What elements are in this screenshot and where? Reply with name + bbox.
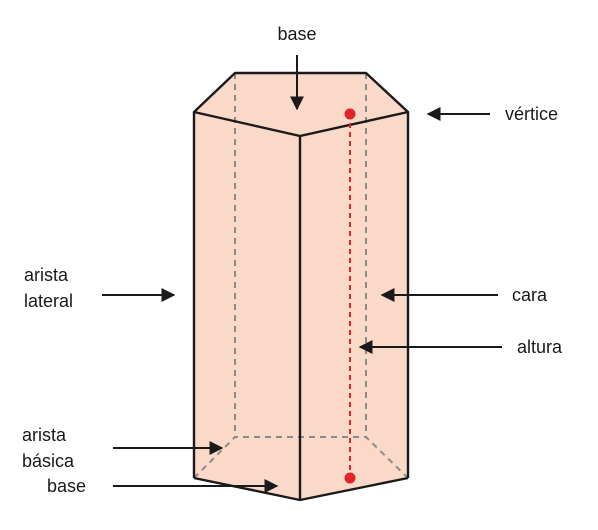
label-base-bottom: base — [47, 476, 86, 496]
label-arista-lateral-line2: lateral — [24, 291, 73, 311]
height-line — [344, 108, 356, 484]
height-bottom-point — [344, 472, 356, 484]
left-lateral-face — [194, 112, 300, 500]
label-cara: cara — [512, 285, 548, 305]
label-vertice: vértice — [505, 104, 558, 124]
label-arista-lateral-line1: arista — [24, 265, 69, 285]
label-arista-basica-line1: arista — [22, 425, 67, 445]
prism — [192, 71, 410, 502]
visible-edges — [192, 71, 410, 502]
label-altura: altura — [517, 337, 563, 357]
label-base-top: base — [277, 24, 316, 44]
arrows — [102, 55, 502, 493]
height-top-point — [344, 108, 356, 120]
right-lateral-face — [300, 112, 408, 500]
labels: base vértice arista lateral cara altura … — [22, 24, 563, 496]
label-arista-basica-line2: básica — [22, 451, 75, 471]
